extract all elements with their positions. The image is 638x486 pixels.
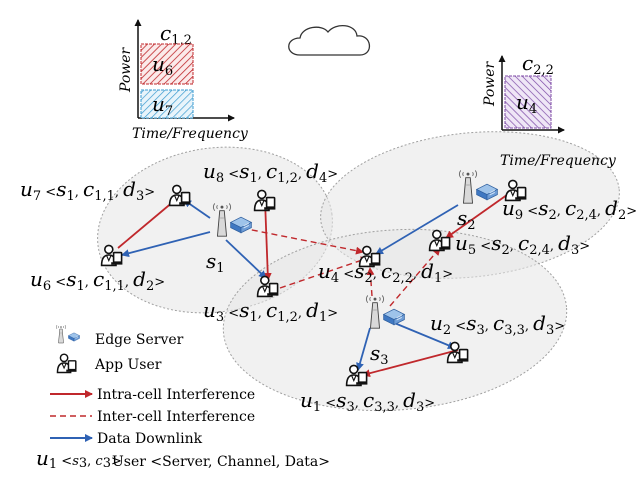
user-label-u1: u1 <s3, c3,3, d3> (300, 388, 435, 415)
axis-x-label: Time/Frequency (500, 153, 617, 169)
server-label-2: s2 (457, 206, 476, 233)
user-label-u9: u9 <s2, c2,4, d2> (502, 196, 637, 223)
user-label-u3: u3 <s1, c1,2, d1> (203, 298, 338, 325)
legend-app-user: App User (94, 357, 162, 373)
links (117, 189, 515, 378)
legend-tower-icon (56, 324, 66, 344)
cloud (288, 25, 371, 56)
intra-link-u8-u3 (263, 199, 272, 281)
server-label-1: s1 (206, 249, 225, 276)
axis-x-label: Time/Frequency (132, 126, 249, 142)
legend-notation-label: User <Server, Channel, Data> (112, 454, 330, 470)
legend-notation-example: u1 <s3, c3> (36, 446, 122, 472)
legend-edge-server: Edge Server (95, 332, 184, 348)
legend-inter: Inter-cell Interference (97, 409, 255, 425)
user-label-u2: u2 <s3, c3,3, d3> (430, 311, 565, 338)
legend-user-icon (56, 353, 78, 374)
inter-link-u3-u4 (279, 256, 369, 289)
channel-block-u4 (504, 75, 552, 129)
inter-link-s3-u4 (366, 267, 375, 297)
channel-title: c2,2 (522, 51, 554, 78)
user-label-u6: u6 <s1, c1,1, d2> (30, 267, 165, 294)
downlink-s3-u2 (391, 321, 456, 350)
block-label-u6: u6 (152, 52, 173, 79)
axis-y-label: Power (482, 60, 498, 107)
node-labels: s1 s2 s3 u7 <s1, c1,1, d3> u8 <s1, c1,2, d4>… (20, 159, 637, 415)
user-label-u4: u4 <s2, c2,2, d1> (318, 259, 453, 286)
intra-link-u2-u1 (362, 349, 459, 378)
inter-link-s1-u4 (241, 227, 364, 255)
legend-downlink: Data Downlink (97, 431, 203, 447)
legend-server-icon (68, 332, 80, 342)
block-label-u4: u4 (516, 90, 537, 117)
channel-block-u6 (140, 43, 194, 85)
downlink-s1-u3 (225, 239, 267, 279)
axis-y-label: Power (118, 46, 134, 93)
channel-block-u7 (140, 89, 194, 119)
channel-charts: c1,2PowerTime/Frequencyu6u7c2,2PowerTime… (118, 19, 617, 169)
block-label-u7: u7 (152, 92, 173, 119)
server-label-3: s3 (370, 341, 389, 368)
user-label-u7: u7 <s1, c1,1, d3> (20, 177, 155, 204)
user-label-u5: u5 <s2, c2,4, d3> (455, 231, 590, 258)
downlink-s3-u1 (356, 327, 371, 371)
user-label-u8: u8 <s1, c1,2, d4> (203, 159, 338, 186)
downlink-s1-u6 (121, 231, 211, 258)
downlink-s2-u4 (375, 204, 459, 255)
legend-intra: Intra-cell Interference (97, 387, 255, 403)
inter-link-s3-u5 (389, 247, 441, 307)
intra-link-u9-u5 (445, 189, 515, 239)
